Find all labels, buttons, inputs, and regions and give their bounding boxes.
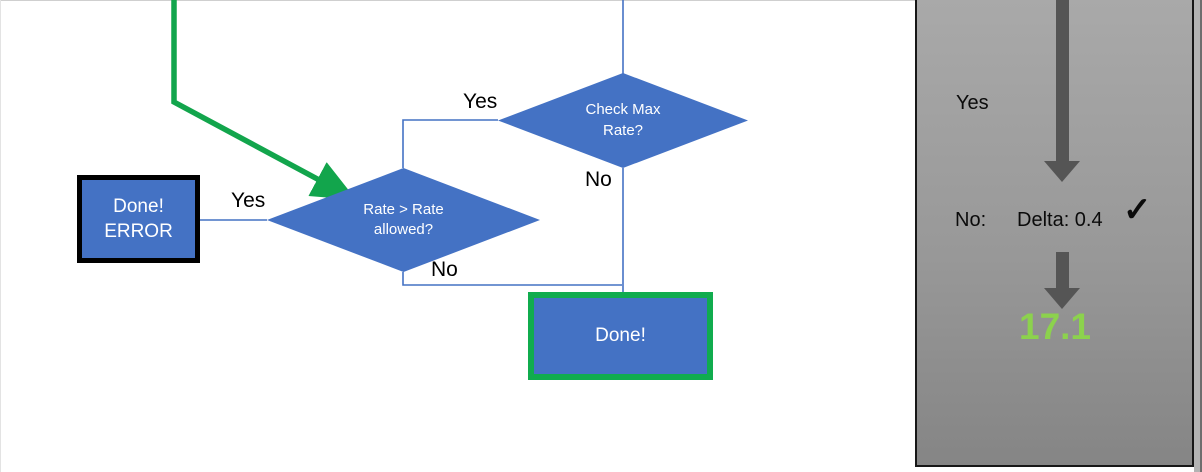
terminal-done-error-label: Done! ERROR xyxy=(104,195,173,242)
top-hairline xyxy=(0,0,1202,1)
checkmark-icon: ✓ xyxy=(1123,191,1152,229)
decision-check-max-rate-label: Check Max Rate? xyxy=(585,101,661,139)
terminal-done-error: Done! ERROR xyxy=(77,175,200,263)
down-arrow-head-1 xyxy=(1044,161,1080,182)
down-arrow-shaft-1 xyxy=(1056,0,1069,161)
panel-delta-value: Delta: 0.4 xyxy=(1017,209,1103,231)
side-result-panel: Yes No: Delta: 0.4 ✓ 17.1 xyxy=(915,0,1194,467)
decision-rate-gt-allowed-label: Rate > Rate allowed? xyxy=(363,200,444,238)
green-flow-arrow xyxy=(171,0,357,200)
right-edge-gutter xyxy=(1194,0,1202,472)
panel-yes-label: Yes xyxy=(956,92,989,114)
edge-label-rate-no: No xyxy=(431,258,458,281)
panel-no-label: No: xyxy=(955,209,987,231)
panel-result-value: 17.1 xyxy=(1019,306,1092,347)
down-arrow-shaft-2 xyxy=(1056,252,1069,288)
terminal-done-success-label: Done! xyxy=(595,325,646,347)
edge-label-checkmax-no: No xyxy=(585,168,612,191)
down-arrow-head-2 xyxy=(1044,288,1080,309)
edge-label-rate-yes: Yes xyxy=(231,189,266,212)
left-hairline xyxy=(0,0,1,472)
terminal-done-success: Done! xyxy=(528,292,713,380)
blue-connector-lines xyxy=(200,0,624,293)
edge-label-checkmax-yes: Yes xyxy=(463,90,498,113)
